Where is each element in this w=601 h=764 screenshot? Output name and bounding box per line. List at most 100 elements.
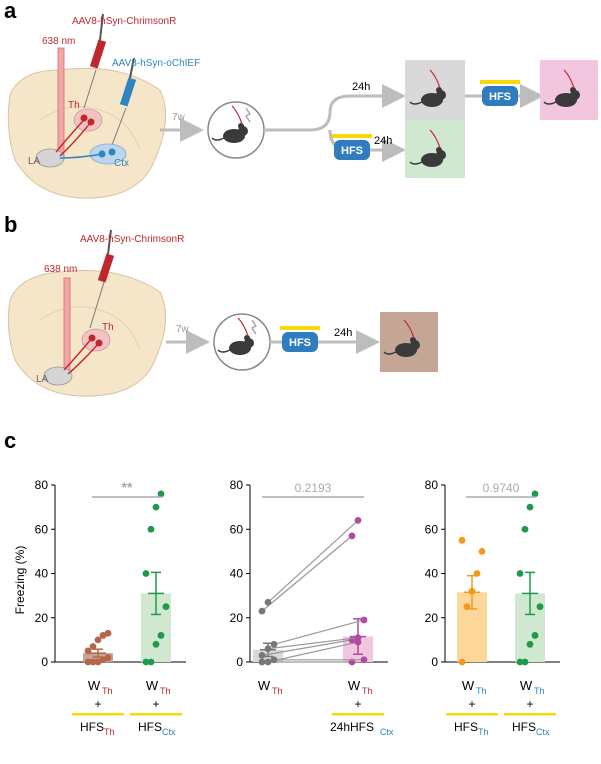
tick-plus-0-0: + [94,697,101,711]
point-2-0-2 [468,587,476,595]
point-0-1-1 [147,658,155,666]
th-label-a: Th [68,100,80,111]
point-0-1-3 [157,632,165,639]
y-tick-label-1-1: 20 [230,611,244,625]
y-tick-label-1-0: 0 [236,655,243,669]
hfs-label-b: HFS [289,337,311,349]
y-tick-label-1-2: 40 [230,567,244,581]
laser-fiber-b [63,277,71,379]
panel-b: 638 nm AAV8-hSyn-ChrimsonR Th LA 7w HFS … [7,229,438,397]
tick-main-2-1: W [520,678,533,693]
y-tick-label-1-4: 80 [230,478,244,492]
point-0-0-4 [104,654,112,661]
la-region-b [43,366,73,386]
pair-line-1-5 [273,619,365,645]
pair-point-b-1-3 [348,636,356,644]
pair-point-a-1-7 [264,598,272,606]
point-0-1-5 [142,570,150,577]
pair-point-a-1-1 [264,658,272,666]
tick-yellow-0-1 [130,713,182,716]
y-axis-title: Freezing (%) [13,546,27,615]
tick-plus-1-1: + [354,697,361,711]
hfs-box-bottom-a [334,140,370,160]
pair-point-b-1-4 [354,634,362,642]
point-2-1-8 [531,490,539,498]
virus-red-label-a: AAV8-hSyn-ChrimsonR [72,16,176,27]
y-tick-label-0-1: 20 [35,611,49,625]
yellow-bar-bottom-a [332,134,372,138]
point-2-1-4 [536,603,544,611]
syringe-red-a [83,13,107,109]
pair-line-1-4 [267,637,359,650]
virus-red-label-b: AAV8-hSyn-ChrimsonR [80,234,184,245]
point-0-1-7 [152,503,160,511]
sig-label-1: 0.2193 [295,481,332,495]
tick-plus-2-0: + [468,697,475,711]
point-0-0-9 [104,629,112,637]
branch-lines-a [264,84,406,132]
point-2-0-1 [463,603,471,611]
tick-main-1-0: W [258,678,271,693]
syringe-red-b [89,229,115,329]
la-label-a: LA [28,156,41,167]
la-label-b: LA [36,374,49,385]
laser-label-b: 638 nm [44,264,77,275]
tick-second-0-0: HFS [80,720,104,734]
y-tick-label-2-0: 0 [431,655,438,669]
sig-label-2: 0.9740 [483,481,520,495]
point-0-1-8 [157,490,165,498]
th-label-b: Th [102,322,114,333]
pair-point-a-1-3 [258,651,266,659]
test-box-brown-b [380,312,438,372]
yellow-bar-top-a [480,80,520,84]
tick-plus-0-1: + [152,697,159,711]
y-tick-label-0-0: 0 [41,655,48,669]
pair-point-a-1-5 [270,640,278,648]
point-2-1-6 [521,525,529,533]
pair-point-b-1-5 [360,616,368,624]
tick-main-2-0: W [462,678,475,693]
delay-label-b: 24h [334,327,352,339]
point-0-1-2 [152,640,160,648]
tick-sub-2-1: Th [534,686,545,696]
pair-point-a-1-6 [258,607,266,615]
tick-second-sub-2-1: Ctx [536,727,550,737]
pair-point-b-1-2 [360,656,368,664]
pair-point-a-1-4 [264,645,272,653]
point-2-0-4 [478,547,486,555]
wait-label-b: 7w [176,324,190,335]
pair-line-1-3 [261,639,353,656]
point-2-1-2 [526,640,534,648]
tick-sub-2-0: Th [476,686,487,696]
point-0-0-0 [84,658,92,666]
th-region-a [73,108,103,132]
tick-main-0-1: W [146,678,159,693]
y-tick-label-0-4: 80 [35,478,49,492]
hfs-box-top-a [482,86,518,106]
test-box-green-a [405,120,465,178]
tick-yellow-2-0 [446,713,498,716]
tick-second-sub-0-0: Th [104,727,115,737]
tick-second-sub-2-0: Th [478,727,489,737]
sig-label-0: ** [122,479,133,495]
pair-line-1-6 [261,535,353,612]
y-tick-label-2-4: 80 [425,478,439,492]
point-2-1-0 [516,658,524,666]
y-tick-label-0-2: 40 [35,567,49,581]
brain-slice-a [7,67,167,199]
test-box-pink-a [540,60,598,120]
syringe-blue-a [111,57,137,146]
tick-sub-1-0: Th [272,686,283,696]
tick-sub-1-1: Th [362,686,373,696]
tick-yellow-1-1 [332,713,384,716]
point-0-1-4 [162,603,170,611]
virus-blue-label-a: AAV8-hSyn-oChIEF [112,58,200,69]
tick-second-0-1: HFS [138,720,162,734]
test-box-gray-a [405,60,465,120]
tick-yellow-0-0 [72,713,124,716]
pair-point-a-1-2 [270,656,278,664]
y-tick-label-1-3: 60 [230,522,244,536]
laser-fiber-a [57,47,65,159]
